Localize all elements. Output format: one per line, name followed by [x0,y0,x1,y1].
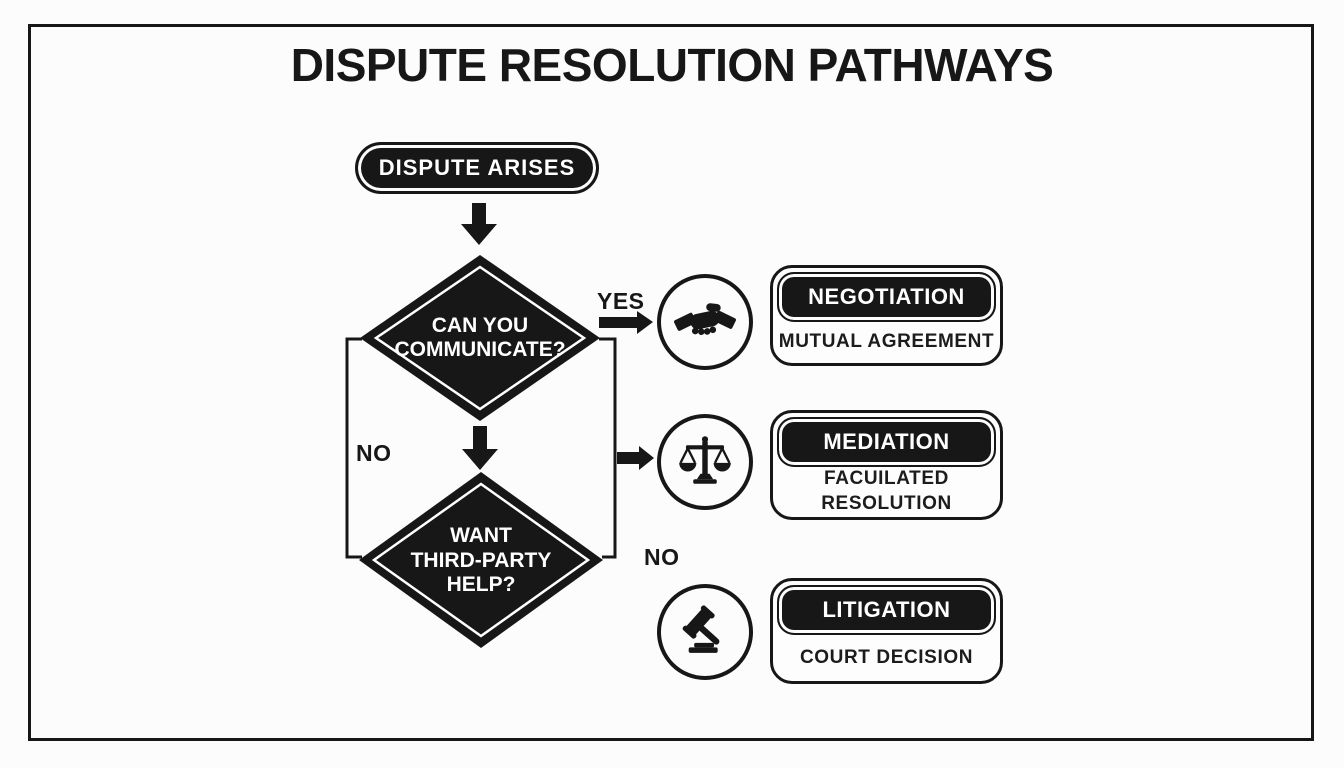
loop-line-right [599,337,617,559]
loop-line-left [345,337,362,559]
mediation-card-header: MEDIATION [777,417,996,467]
litigation-subtitle: COURT DECISION [799,646,974,668]
negotiation-card-body: MUTUAL AGREEMENT [773,322,1000,363]
handshake-icon-glyph [674,303,736,336]
decision1-diamond [360,255,600,421]
mediation-card-body: FACUILATED RESOLUTION [773,467,1000,517]
decision2-label: WANT THIRD-PARTY HELP? [381,518,581,604]
decision2-line1: WANT [450,524,512,548]
decision2-line3: HELP? [446,573,516,597]
mediation-subtitle-line1: FACUILATED [824,468,949,490]
litigation-card-header: LITIGATION [777,585,996,635]
decision1-line2: COMMUNICATE? [394,338,566,361]
decision1-line1: CAN YOU [431,313,529,337]
arrow-mediation [617,446,654,470]
gavel-icon [657,584,753,680]
scales-icon [657,414,753,510]
decision2-line2: THIRD-PARTY [410,548,552,572]
start-node: DISPUTE ARISES [355,142,599,194]
arrow-yes [599,311,653,334]
mediation-title: MEDIATION [823,429,950,454]
no-label-left: NO [356,440,392,466]
mediation-card: MEDIATION FACUILATED RESOLUTION [770,410,1003,520]
no-label-bottom: NO [644,544,680,570]
gavel-icon-glyph [682,605,720,653]
litigation-card: LITIGATION COURT DECISION [770,578,1003,684]
negotiation-title: NEGOTIATION [808,284,965,309]
yes-label: YES [597,288,645,314]
litigation-title: LITIGATION [822,597,951,622]
start-node-label: DISPUTE ARISES [378,155,576,180]
arrow-down-2 [462,426,498,470]
negotiation-subtitle: MUTUAL AGREEMENT [778,331,995,353]
negotiation-card-header: NEGOTIATION [777,272,996,322]
mediation-subtitle-line2: RESOLUTION [821,493,952,514]
decision1-label: CAN YOU COMMUNICATE? [380,301,580,375]
decision1-diamond-inner-stroke [373,265,587,411]
arrow-down-1 [461,203,497,245]
negotiation-card: NEGOTIATION MUTUAL AGREEMENT [770,265,1003,366]
decision2-diamond-inner-stroke [371,482,591,638]
outer-border [28,24,1314,741]
page-title: DISPUTE RESOLUTION PATHWAYS [290,39,1054,91]
litigation-card-body: COURT DECISION [773,635,1000,681]
decision2-diamond [359,472,603,648]
scales-icon-glyph [679,436,731,484]
handshake-icon [657,274,753,370]
